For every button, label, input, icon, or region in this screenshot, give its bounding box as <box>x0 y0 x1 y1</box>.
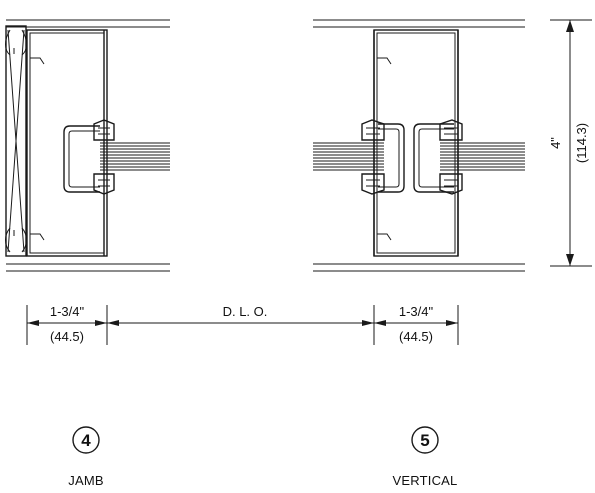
jamb-mullion <box>26 29 115 257</box>
detail-callout-vertical: 5 VERTICAL <box>393 426 458 488</box>
detail-caption-vertical: VERTICAL <box>393 473 458 488</box>
jamb-depth-metric: (44.5) <box>50 329 84 344</box>
detail-number-jamb: 4 <box>81 431 91 450</box>
dlo-label: D. L. O. <box>223 304 268 319</box>
jamb-glass <box>100 142 170 171</box>
vertical-glass-left <box>313 142 384 171</box>
jamb-section <box>5 19 170 272</box>
jamb-depth-imperial: 1-3/4" <box>50 304 85 319</box>
horizontal-dimensions: 1-3/4" (44.5) D. L. O. 1-3/4" (44.5) <box>26 304 459 345</box>
wall-shim <box>5 25 27 257</box>
height-imperial-label: 4" <box>548 137 563 149</box>
vertical-section <box>313 19 525 272</box>
detail-callout-jamb: 4 JAMB <box>68 426 104 488</box>
detail-number-vertical: 5 <box>420 431 429 450</box>
vertical-glass-right <box>440 142 525 171</box>
vertical-depth-imperial: 1-3/4" <box>399 304 434 319</box>
vertical-depth-metric: (44.5) <box>399 329 433 344</box>
height-dimension: 4" (114.3) <box>548 19 592 267</box>
height-metric-label: (114.3) <box>574 123 589 163</box>
detail-caption-jamb: JAMB <box>68 473 103 488</box>
